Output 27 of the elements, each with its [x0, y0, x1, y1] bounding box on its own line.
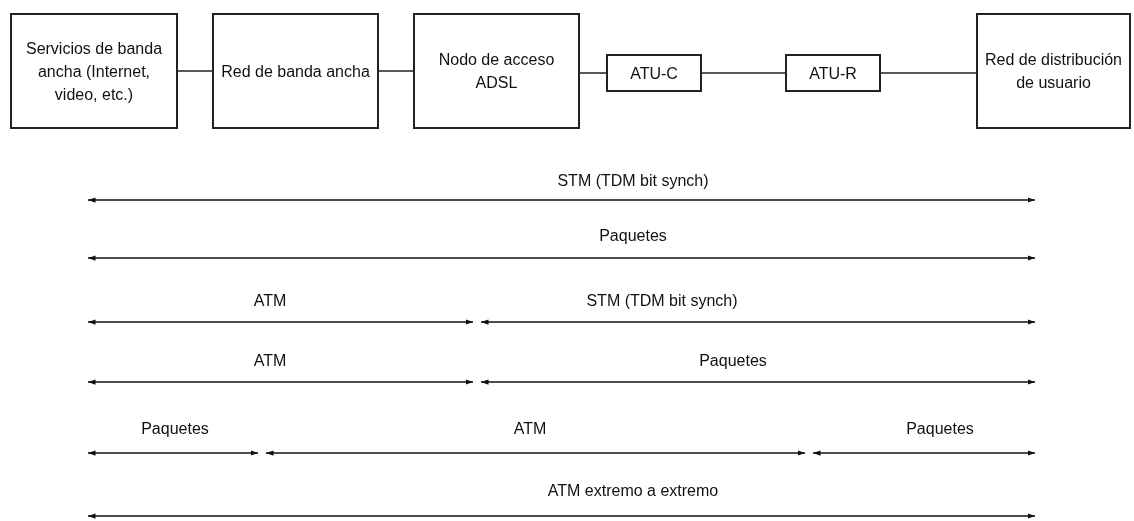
- protocol-label: Paquetes: [699, 352, 767, 370]
- box-label: ATU-C: [629, 63, 679, 84]
- protocol-label: ATM extremo a extremo: [547, 482, 719, 500]
- box-label: ATU-R: [808, 63, 858, 84]
- process-box: [212, 13, 379, 129]
- connector-line: [378, 70, 414, 72]
- box-label: Red de banda ancha: [220, 61, 371, 82]
- connector-line: [880, 72, 977, 74]
- connector-line: [701, 72, 786, 74]
- protocol-label: ATM: [253, 352, 287, 370]
- box-label: Servicios de banda ancha (Internet, video, etc.): [24, 38, 164, 105]
- protocol-label: Paquetes: [599, 227, 667, 245]
- protocol-label: ATM: [253, 292, 287, 310]
- box-label: Red de distribución de usuario: [984, 50, 1123, 93]
- process-box: [606, 54, 702, 92]
- box-label: Nodo de acceso ADSL: [437, 50, 556, 93]
- connector-line: [177, 70, 213, 72]
- connector-line: [579, 72, 607, 74]
- process-box: [976, 13, 1131, 129]
- protocol-label: Paquetes: [141, 420, 209, 438]
- process-box: [785, 54, 881, 92]
- protocol-label: ATM: [513, 420, 547, 438]
- process-box: [10, 13, 178, 129]
- protocol-label: STM (TDM bit synch): [557, 172, 709, 190]
- protocol-label: STM (TDM bit synch): [586, 292, 738, 310]
- protocol-label: Paquetes: [906, 420, 974, 438]
- process-box: [413, 13, 580, 129]
